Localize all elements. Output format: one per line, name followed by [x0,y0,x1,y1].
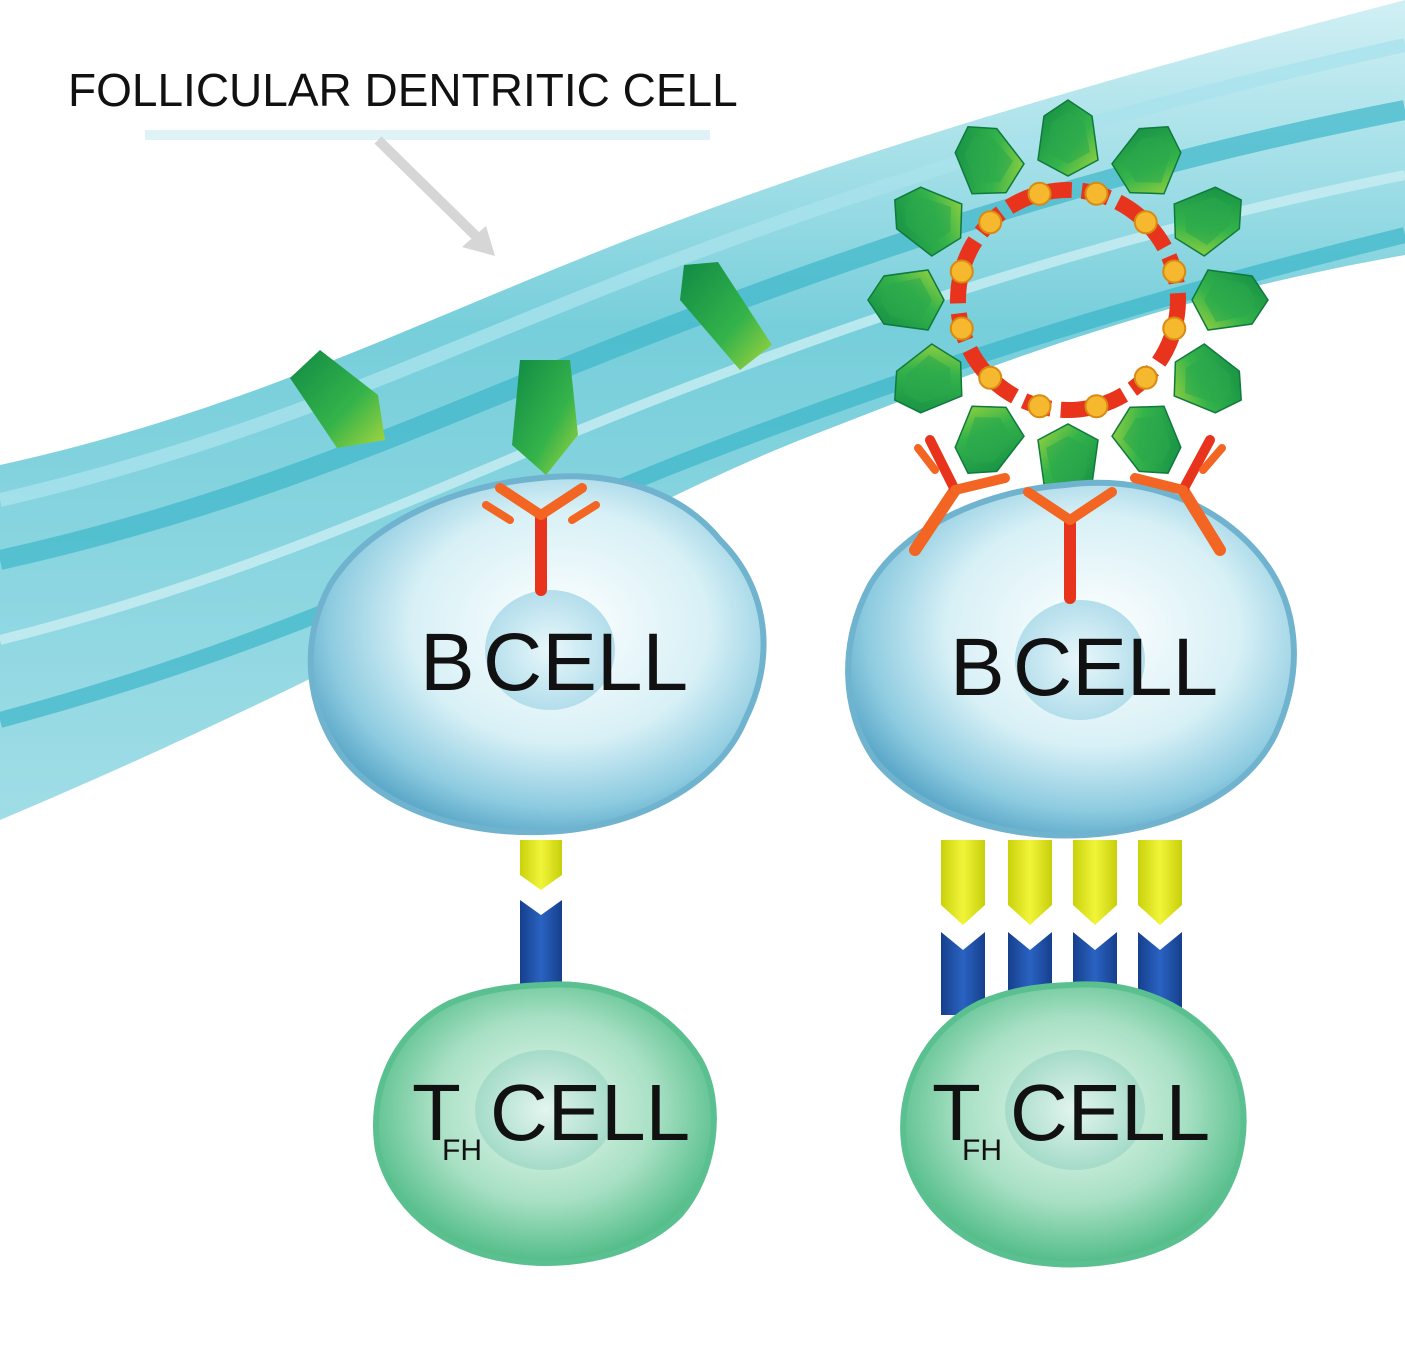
antigen-array-subunit [894,186,963,257]
scaffold-node [949,259,974,284]
receptor-blue-right-1 [941,932,985,1015]
ligand-yellow-left [520,840,562,890]
scaffold-node [1084,181,1109,206]
tfh-right-cell: CELL [1010,1068,1210,1157]
ligand-yellow-right-2 [1008,840,1052,925]
antigen-array-subunit [954,126,1025,195]
scaffold-node [949,316,974,341]
antigen-array-subunit [1037,99,1099,177]
receptor-blue-left [520,900,562,985]
fdc-pointer-arrow [374,136,495,256]
tfh-left-sub: FH [442,1134,482,1167]
label-underline [145,130,710,140]
ligand-yellow-right-1 [941,840,985,925]
scaffold-node [1162,316,1187,341]
tfh-left-t: T [412,1068,461,1157]
b-cell-right-cell: CELL [1013,622,1218,713]
antigen-free-2 [680,262,772,370]
scaffold-node [1162,259,1187,284]
antigen-bound-left [512,360,578,475]
antigen-array-subunit [1191,269,1269,331]
scaffold-node [978,210,1003,235]
bcr-right-center [1023,487,1117,604]
ligand-yellow-right-4 [1138,840,1182,925]
scaffold-node [1027,181,1052,206]
b-cell-right: B CELL [845,479,1297,839]
scaffold-node [1133,365,1158,390]
bcr-right-right [1130,435,1226,556]
antigen-array-subunit [1111,126,1182,195]
antigen-array [867,99,1269,501]
scaffold-node [1133,210,1158,235]
tfh-cell-right-nucleus [1005,1050,1145,1170]
tfh-right-t: T [932,1068,981,1157]
tfh-cell-left-nucleus [475,1050,615,1170]
antigen-array-subunit [894,343,963,414]
tfh-cell-right: T FH CELL [900,981,1247,1268]
b-cell-left-cell: CELL [483,617,688,708]
b-cell-left: B CELL [307,473,767,836]
ligand-yellow-right-3 [1073,840,1117,925]
b-cell-left-b: B [420,617,475,708]
antigen-array-subunit [954,405,1025,474]
scaffold-node [978,365,1003,390]
antigen-array-subunit [867,269,945,331]
b-cell-right-nucleus [1015,600,1145,720]
antigen-free-1 [290,350,385,448]
scaffold-node [1084,394,1109,419]
antigen-array-subunit [1173,186,1242,257]
tfh-cell-left: T FH CELL [372,981,717,1266]
tfh-left-cell: CELL [490,1068,690,1157]
costim-pair-left [520,840,562,985]
bcr-right-left [909,435,1010,556]
scaffold-node [1027,394,1052,419]
bcr-left [482,483,600,596]
b-cell-left-nucleus [485,590,615,710]
b-cell-right-b: B [950,622,1005,713]
antigen-array-subunit [1111,405,1182,474]
antigen-array-subunit [1173,343,1242,414]
fdc-label: FOLLICULAR DENTRITIC CELL [68,64,738,116]
tfh-right-sub: FH [962,1134,1002,1167]
antigen-array-scaffold [950,182,1186,418]
